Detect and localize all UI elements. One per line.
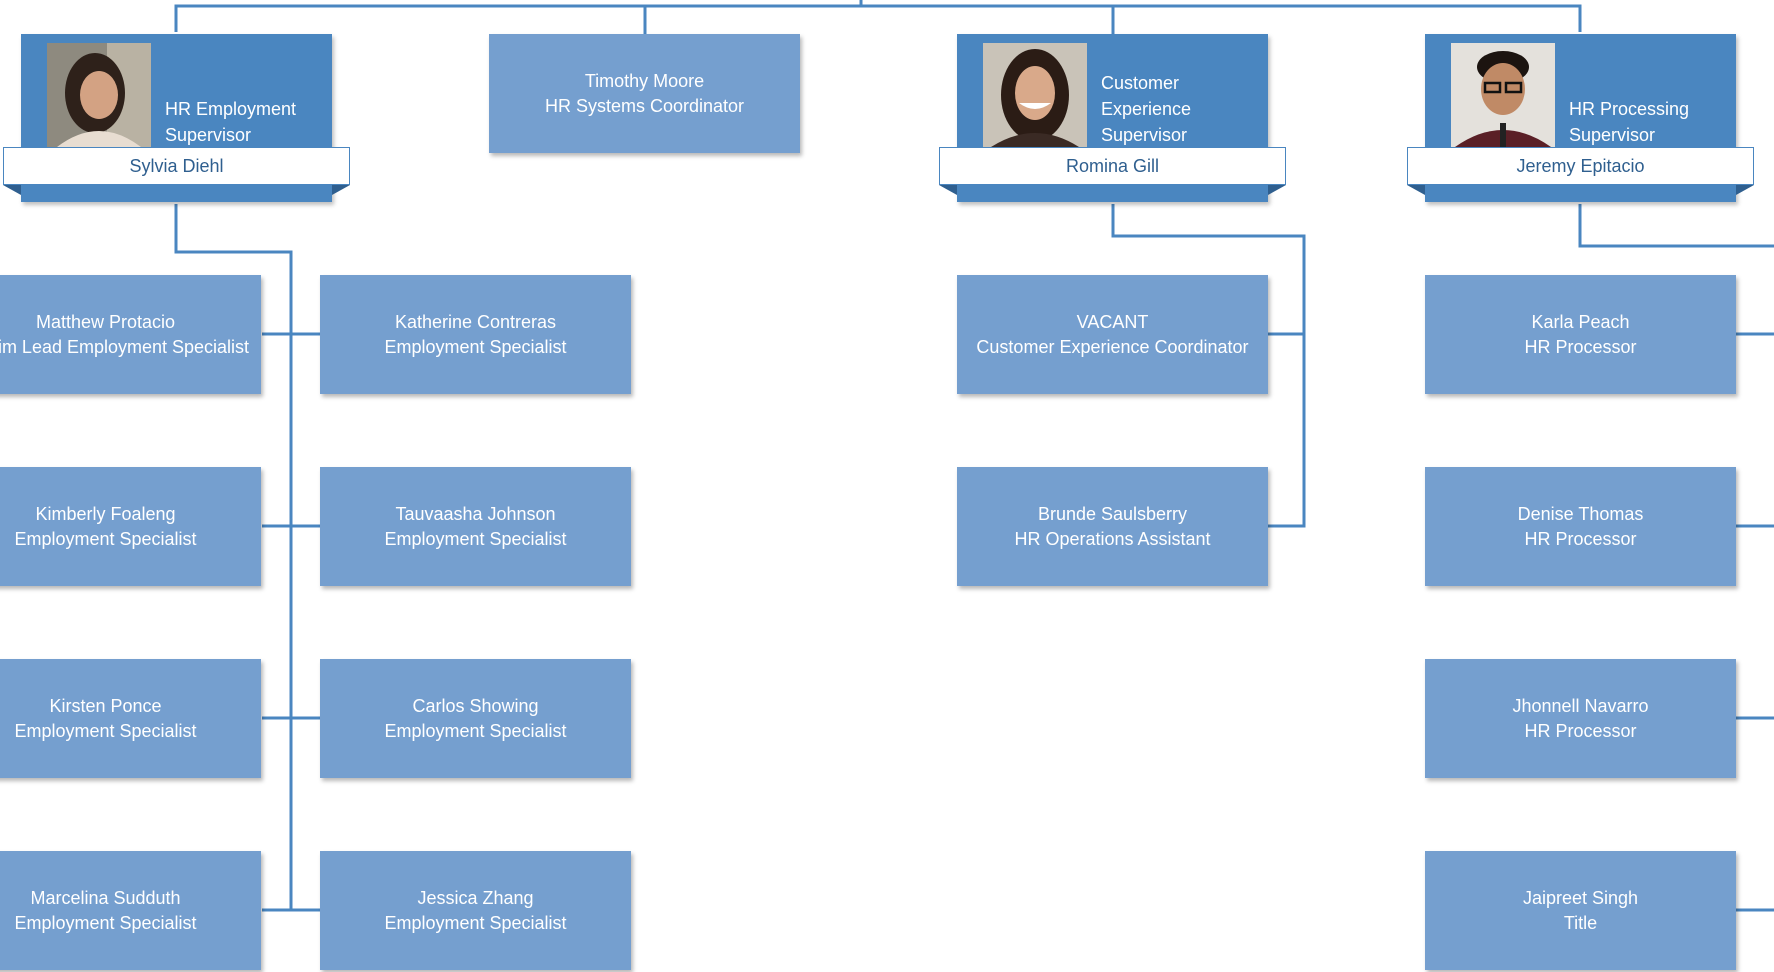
ribbon-fold-right (1268, 185, 1286, 195)
staff-card[interactable]: VACANT Customer Experience Coordinator (957, 275, 1268, 394)
staff-name: Karla Peach (1531, 311, 1630, 332)
staff-card[interactable]: Karla Peach HR Processor (1425, 275, 1736, 394)
staff-card[interactable]: Carlos Showing Employment Specialist (320, 659, 631, 778)
avatar (47, 43, 151, 147)
staff-title: Employment Specialist (384, 336, 567, 357)
staff-name: Marcelina Sudduth (30, 887, 181, 908)
connector-employment-trunk (174, 204, 293, 910)
staff-name: Denise Thomas (1517, 503, 1644, 524)
ribbon-fold-right (332, 185, 350, 195)
staff-name: Jhonnell Navarro (1512, 695, 1649, 716)
staff-title: HR Processor (1524, 336, 1637, 357)
staff-title: Employment Specialist (14, 528, 197, 549)
staff-name: Matthew Protacio (35, 311, 176, 332)
staff-name: VACANT (1076, 311, 1149, 332)
staff-name: Timothy Moore (584, 70, 705, 91)
staff-name: Jessica Zhang (417, 887, 534, 908)
manager-card-processing-supervisor[interactable]: HR Processing Supervisor Jeremy Epitacio (1407, 34, 1754, 202)
staff-card[interactable]: Kirsten Ponce Employment Specialist (0, 659, 261, 778)
staff-card[interactable]: Tauvaasha Johnson Employment Specialist (320, 467, 631, 586)
staff-name: Brunde Saulsberry (1037, 503, 1188, 524)
staff-title: Customer Experience Coordinator (976, 336, 1249, 357)
manager-card-customer-supervisor[interactable]: Customer Experience Supervisor Romina Gi… (939, 34, 1286, 202)
staff-title: Employment Specialist (14, 720, 197, 741)
connector-customer-trunk (1111, 204, 1306, 528)
ribbon-fold-left (3, 185, 21, 195)
manager-name-ribbon: Jeremy Epitacio (1407, 147, 1754, 185)
connector-processing-trunk (1578, 204, 1774, 248)
staff-title: HR Processor (1524, 528, 1637, 549)
manager-title: HR Processing Supervisor (1569, 99, 1690, 145)
staff-card[interactable]: Matthew Protacio Interim Lead Employment… (0, 275, 261, 394)
staff-title: Employment Specialist (384, 912, 567, 933)
staff-title: Interim Lead Employment Specialist (0, 336, 250, 357)
staff-name: Kirsten Ponce (49, 695, 162, 716)
staff-card[interactable]: Denise Thomas HR Processor (1425, 467, 1736, 586)
staff-title: HR Operations Assistant (1014, 528, 1211, 549)
staff-card[interactable]: Jessica Zhang Employment Specialist (320, 851, 631, 970)
staff-name: Jaipreet Singh (1522, 887, 1639, 908)
staff-card[interactable]: Jhonnell Navarro HR Processor (1425, 659, 1736, 778)
staff-name: Tauvaasha Johnson (395, 503, 556, 524)
avatar (983, 43, 1087, 147)
manager-name-ribbon: Romina Gill (939, 147, 1286, 185)
staff-name: Kimberly Foaleng (35, 503, 176, 524)
manager-title: HR Employment Supervisor (165, 99, 297, 145)
staff-title: Employment Specialist (14, 912, 197, 933)
ribbon-fold-left (939, 185, 957, 195)
ribbon-fold-left (1407, 185, 1425, 195)
staff-card-coordinator[interactable]: Timothy Moore HR Systems Coordinator (489, 34, 800, 153)
staff-card[interactable]: Brunde Saulsberry HR Operations Assistan… (957, 467, 1268, 586)
staff-name: Carlos Showing (412, 695, 539, 716)
staff-title: Employment Specialist (384, 720, 567, 741)
ribbon-fold-right (1736, 185, 1754, 195)
manager-card-employment-supervisor[interactable]: HR Employment Supervisor Sylvia Diehl (3, 34, 350, 202)
staff-card[interactable]: Jaipreet Singh Title (1425, 851, 1736, 970)
staff-title: HR Processor (1524, 720, 1637, 741)
staff-card[interactable]: Katherine Contreras Employment Specialis… (320, 275, 631, 394)
staff-title: HR Systems Coordinator (544, 95, 745, 116)
staff-title: Title (1563, 912, 1598, 933)
top-connector-bus (174, 4, 1582, 32)
staff-card[interactable]: Marcelina Sudduth Employment Specialist (0, 851, 261, 970)
avatar (1451, 43, 1555, 147)
staff-name: Katherine Contreras (394, 311, 557, 332)
manager-name-ribbon: Sylvia Diehl (3, 147, 350, 185)
staff-title: Employment Specialist (384, 528, 567, 549)
staff-card[interactable]: Kimberly Foaleng Employment Specialist (0, 467, 261, 586)
manager-title: Customer Experience Supervisor (1101, 73, 1192, 145)
